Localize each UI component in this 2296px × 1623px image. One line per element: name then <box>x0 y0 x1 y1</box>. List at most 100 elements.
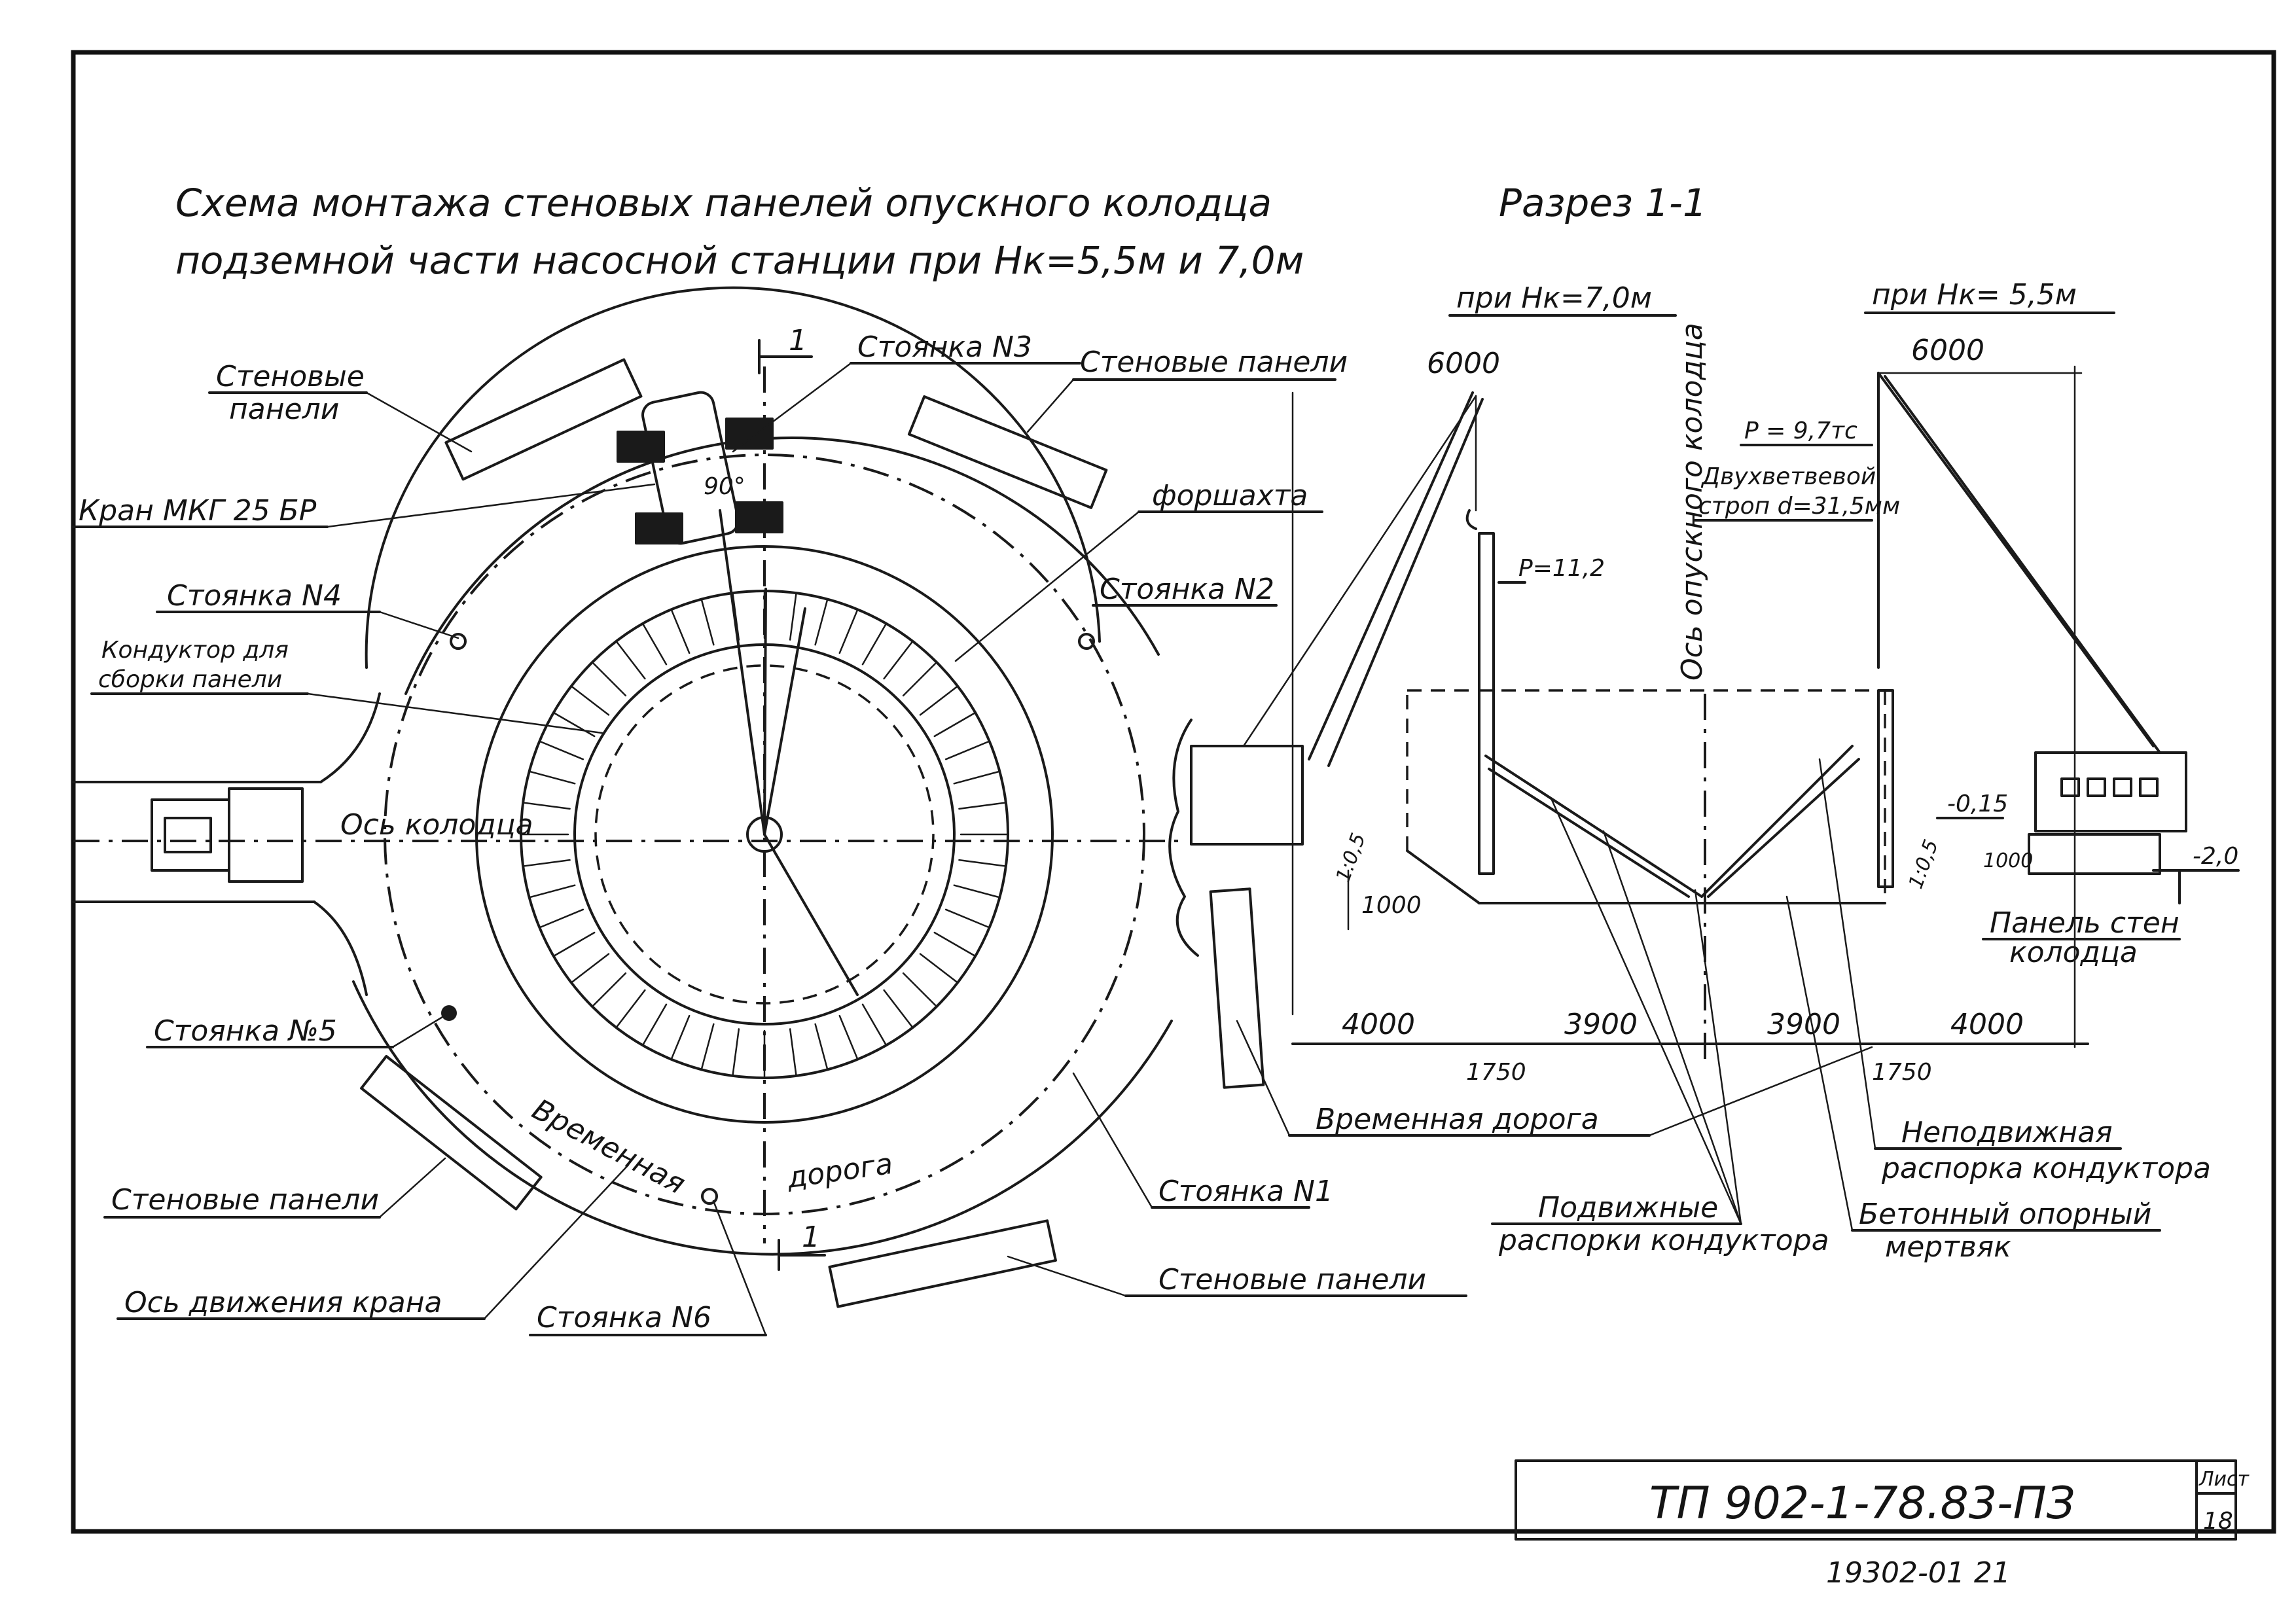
fixed-strut-1: Неподвижная <box>1901 1116 2113 1149</box>
section-title: Разрез 1-1 <box>1499 181 1707 225</box>
caption-hk7: при Нк=7,0м <box>1456 281 1652 315</box>
forshakhta-tick <box>528 884 576 899</box>
dim-3900-left: 3900 <box>1564 1008 1638 1041</box>
forshakhta-tick <box>522 802 571 810</box>
sheet-label: Лист <box>2198 1468 2250 1491</box>
forshakhta-tick <box>883 989 914 1029</box>
label-station-6: Стоянка N6 <box>537 1301 711 1334</box>
forshakhta-tick <box>814 598 829 646</box>
section-view: при Нк=7,0м при Нк= 5,5м Ось опускного к… <box>1190 278 2240 1264</box>
station-2-dot <box>1078 633 1095 650</box>
forshakhta-tick <box>615 640 646 680</box>
forshakhta-tick <box>615 989 646 1029</box>
crane-plan: 90° <box>617 391 783 545</box>
dim-3900-right: 3900 <box>1767 1008 1840 1041</box>
forshakhta-tick <box>933 931 977 957</box>
title-block: ТП 902-1-78.83-ПЗ Лист 18 <box>1515 1459 2250 1541</box>
forshakhta-tick <box>953 884 1001 899</box>
label-temp-road-2: дорога <box>784 1147 895 1195</box>
label-wall-panels-tl-1: Стеновые <box>216 360 365 393</box>
station-6-dot <box>701 1188 718 1205</box>
plan-view: 90° 1 1 <box>72 286 1265 1308</box>
truck-cab <box>151 798 230 872</box>
section-mark-top: 1 <box>789 324 807 357</box>
forshakhta-tick <box>641 622 668 666</box>
wall-panels-top-left <box>444 358 643 481</box>
forshakhta-tick <box>953 770 1001 785</box>
level-015: -0,15 <box>1947 791 2008 817</box>
label-forshakhta: форшахта <box>1152 479 1308 512</box>
slope-left: 1:0,5 <box>1332 830 1371 885</box>
label-wall-panels-bl: Стеновые панели <box>111 1183 379 1217</box>
dim-1000-left: 1000 <box>1361 892 1422 919</box>
forshakhta-tick <box>814 1023 829 1071</box>
right-panel <box>1877 689 1894 888</box>
forshakhta-tick <box>958 859 1007 867</box>
station-4-dot <box>450 633 467 650</box>
forshakhta-tick <box>732 1028 740 1077</box>
truck-body <box>228 787 304 883</box>
wall-panel-label-1: Панель стен <box>1990 906 2179 940</box>
wall-panels-bottom <box>828 1219 1057 1308</box>
forshakhta-tick <box>539 908 584 929</box>
concrete-anchor-1: Бетонный опорный <box>1859 1198 2151 1231</box>
forshakhta-tick <box>522 859 571 867</box>
footer-code: 19302-01 21 <box>1826 1556 2011 1590</box>
dim-6000-left: 6000 <box>1427 347 1500 380</box>
level-20: -2,0 <box>2193 843 2238 870</box>
forshakhta-tick <box>902 972 938 1008</box>
forshakhta-tick <box>670 1014 691 1060</box>
wall-panels-right <box>1209 887 1265 1089</box>
forshakhta-tick <box>944 908 990 929</box>
label-conductor-2: сборки панели <box>98 666 282 693</box>
label-well-axis: Ось колодца <box>340 808 533 842</box>
forshakhta-tick <box>700 1023 715 1071</box>
section-mark-bottom: 1 <box>802 1221 820 1254</box>
forshakhta-tick <box>789 592 797 641</box>
movable-struts-2: распорки кондуктора <box>1498 1224 1829 1257</box>
forshakhta-tick <box>861 1003 888 1046</box>
dim-4000-right: 4000 <box>1950 1008 2024 1041</box>
right-crane-body <box>2034 751 2187 832</box>
forshakhta-tick <box>591 972 627 1008</box>
plan-labels: Стеновые панели Кран МКГ 25 БР Стоянка N… <box>72 330 1467 1336</box>
label-station-2: Стоянка N2 <box>1100 573 1274 606</box>
wall-panel-label-2: колодца <box>2009 936 2138 969</box>
forshakhta-tick <box>552 711 596 738</box>
dim-1000-right: 1000 <box>1983 849 2033 872</box>
label-wall-panels-tl-2: панели <box>229 393 339 426</box>
forshakhta-tick <box>861 622 888 666</box>
concrete-anchor-2: мертвяк <box>1885 1230 2011 1264</box>
left-panel-hung <box>1478 532 1495 875</box>
slope-right: 1:0,5 <box>1905 836 1943 891</box>
left-crane-body <box>1190 745 1304 846</box>
label-station-1: Стоянка N1 <box>1158 1175 1333 1208</box>
dim-6000-right: 6000 <box>1911 334 1984 367</box>
forshakhta-tick <box>700 598 715 646</box>
forshakhta-tick <box>933 711 977 738</box>
angle-label: 90° <box>704 473 745 500</box>
forshakhta-tick <box>883 640 914 680</box>
forshakhta-tick <box>528 770 576 785</box>
forshakhta-tick <box>919 953 959 984</box>
forshakhta-tick <box>958 802 1007 810</box>
dim-1750-left: 1750 <box>1466 1059 1526 1086</box>
forshakhta-tick <box>539 740 584 760</box>
title-line-1: Схема монтажа стеновых панелей опускного… <box>175 181 1272 225</box>
forshakhta-segments <box>520 590 1009 1079</box>
sheet-number: 18 <box>2203 1508 2233 1535</box>
movable-struts-1: Подвижные <box>1538 1191 1718 1224</box>
dim-1750-right: 1750 <box>1872 1059 1932 1086</box>
label-conductor-1: Кондуктор для <box>101 637 289 664</box>
forshakhta-tick <box>838 609 859 654</box>
label-crane-axis: Ось движения крана <box>124 1286 442 1319</box>
label-station-3: Стоянка N3 <box>857 330 1032 364</box>
wall-panels-top-right <box>907 395 1108 509</box>
caption-hk55: при Нк= 5,5м <box>1872 278 2077 312</box>
label-temp-road-section: Временная дорога <box>1316 1103 1599 1136</box>
p-right: Р = 9,7тс <box>1744 418 1857 444</box>
label-station-5: Стоянка №5 <box>154 1014 337 1048</box>
well-axis-vertical: Ось опускного колодца <box>1676 323 1709 681</box>
label-wall-panels-tr: Стеновые панели <box>1080 346 1348 379</box>
